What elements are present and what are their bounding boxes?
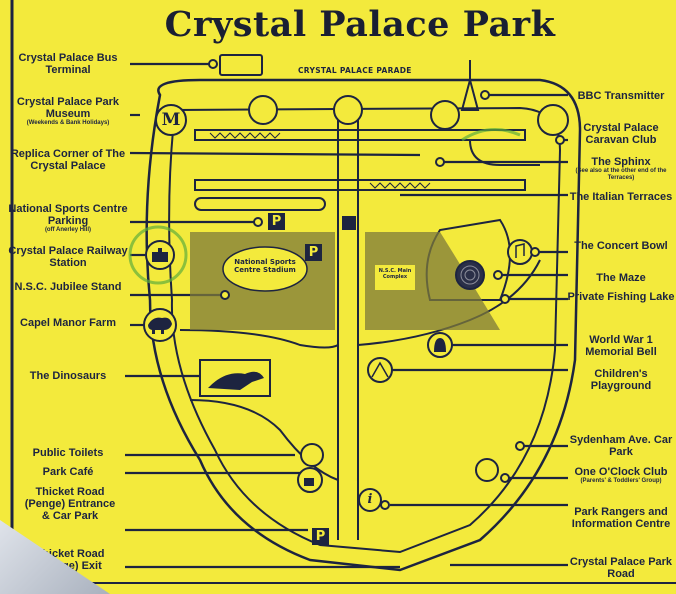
- club-icon: [475, 458, 499, 482]
- bust-icon: [430, 100, 460, 130]
- parking-letter: P: [308, 245, 319, 260]
- replica-icon: [333, 95, 363, 125]
- label-jubilee-stand: N.S.C. Jubilee Stand: [14, 281, 122, 293]
- label-park-rangers: Park Rangers and Information Centre: [571, 506, 671, 530]
- parking-icon: [268, 213, 285, 230]
- label-childrens-playground: Children's Playground: [590, 368, 652, 392]
- label-museum: Crystal Palace Park Museum(Weekends & Ba…: [16, 96, 120, 126]
- road-label-parade: CRYSTAL PALACE PARADE: [298, 66, 412, 75]
- label-memorial-bell: World War 1 Memorial Bell: [585, 334, 657, 358]
- label-bbc-transmitter: BBC Transmitter: [577, 90, 665, 102]
- map-title: Crystal Palace Park: [164, 4, 556, 45]
- sphinx-icon: [248, 95, 278, 125]
- label-park-cafe: Park Café: [42, 466, 94, 478]
- museum-icon: [155, 104, 187, 136]
- playground-icon: [367, 357, 393, 383]
- stadium-label: National Sports Centre Stadium: [234, 258, 296, 274]
- label-replica-corner: Replica Corner of The Crystal Palace: [10, 148, 126, 172]
- music-icon: [507, 239, 533, 265]
- parking-letter: P: [315, 529, 326, 544]
- label-railway-station: Crystal Palace Railway Station: [8, 245, 128, 269]
- label-fishing-lake: Private Fishing Lake: [567, 291, 675, 303]
- label-thicket-entrance: Thicket Road (Penge) Entrance & Car Park: [24, 486, 116, 522]
- toilet-icon: [300, 443, 324, 467]
- label-italian-terraces: The Italian Terraces: [569, 191, 673, 203]
- label-sydenham-car-park: Sydenham Ave. Car Park: [569, 434, 673, 458]
- info-letter: i: [367, 492, 373, 507]
- label-one-oclock-club: One O'Clock Club(Parents' & Toddlers' Gr…: [574, 466, 668, 484]
- parking-letter: P: [271, 214, 282, 229]
- parking-icon: [305, 244, 322, 261]
- label-bus-terminal: Crystal Palace Bus Terminal: [18, 52, 118, 76]
- parking-icon: [312, 528, 329, 545]
- maze-icon: [455, 260, 485, 290]
- complex-label: N.S.C. Main Complex: [378, 268, 412, 280]
- info-icon: [358, 488, 382, 512]
- transmitter-icon: [460, 76, 480, 111]
- label-caravan-club: Crystal Palace Caravan Club: [583, 122, 659, 146]
- bus-icon: [219, 54, 263, 76]
- label-capel-manor-farm: Capel Manor Farm: [20, 317, 116, 329]
- museum-letter: M: [161, 110, 181, 130]
- label-nsc-parking: National Sports Centre Parking(off Anerl…: [8, 203, 128, 233]
- label-park-road: Crystal Palace Park Road: [569, 556, 673, 580]
- label-concert-bowl: The Concert Bowl: [574, 240, 668, 252]
- label-dinosaurs: The Dinosaurs: [29, 370, 107, 382]
- parking-icon: [342, 216, 356, 230]
- label-public-toilets: Public Toilets: [32, 447, 104, 459]
- label-maze: The Maze: [596, 272, 646, 284]
- label-sphinx: The Sphinx(See also at the other end of …: [575, 156, 667, 181]
- caravan-icon: [537, 104, 569, 136]
